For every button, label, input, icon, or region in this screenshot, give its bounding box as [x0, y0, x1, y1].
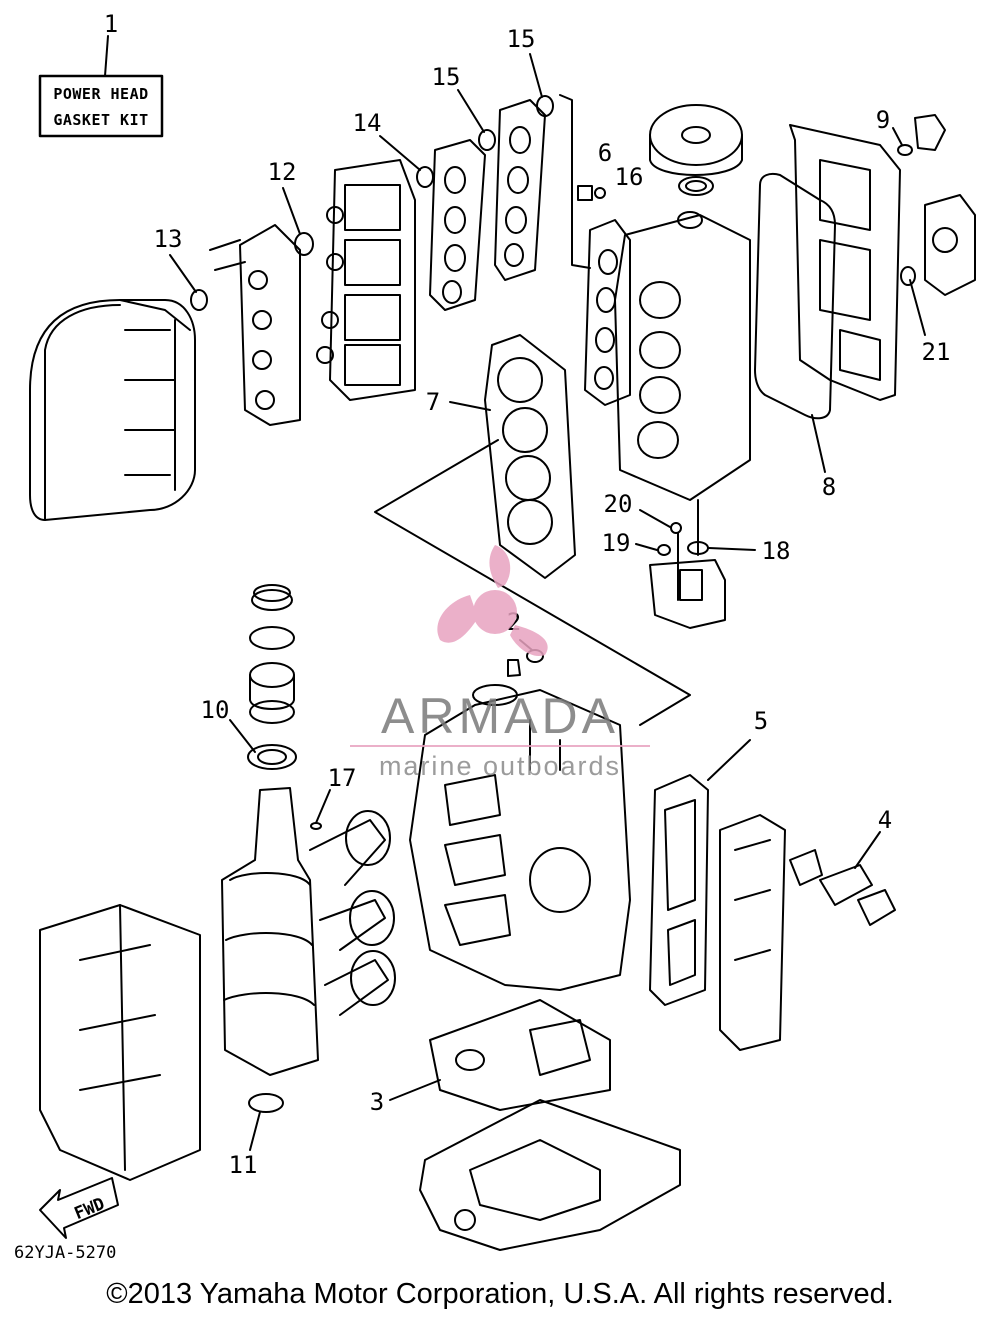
callout-8: 8	[822, 473, 836, 501]
callout-3: 3	[370, 1088, 384, 1116]
o-ring-13	[190, 289, 208, 311]
o-ring-14	[416, 166, 434, 188]
crankcase-half	[39, 904, 201, 1181]
carburetor-bank	[316, 159, 416, 401]
oil-pump	[649, 499, 726, 629]
diagram-canvas: POWER HEAD GASKET KIT 1 2 3 4 5 6 7 8 9 …	[14, 10, 976, 1263]
callout-15-a: 15	[432, 63, 461, 91]
copyright-notice: ©2013 Yamaha Motor Corporation, U.S.A. A…	[106, 1278, 894, 1310]
thermostat-housing	[900, 194, 976, 296]
watermark-subtitle: marine outboards	[379, 751, 621, 781]
callout-4: 4	[878, 806, 892, 834]
exhaust-cover	[719, 814, 786, 1051]
callout-11: 11	[229, 1151, 258, 1179]
o-ring-15a	[478, 129, 496, 151]
bearing-stack	[247, 584, 297, 770]
thermo-cover-4	[789, 849, 896, 926]
head-gasket	[484, 334, 576, 579]
callout-21: 21	[922, 338, 951, 366]
callout-20: 20	[604, 490, 633, 518]
o-ring-15b	[536, 95, 554, 117]
cylinder-block	[409, 649, 631, 991]
crankshaft	[221, 787, 396, 1076]
exhaust-gasket	[649, 774, 709, 1006]
callout-18: 18	[762, 537, 791, 565]
callout-1: 1	[104, 10, 118, 38]
carb-gasket-left	[429, 139, 486, 311]
fwd-arrow	[39, 1177, 119, 1239]
callout-14: 14	[353, 109, 382, 137]
kit-box	[38, 35, 164, 138]
callout-12: 12	[268, 158, 297, 186]
watermark: ARMADA marine outboards	[350, 545, 650, 781]
part-code: 62YJA-5270	[14, 1243, 116, 1263]
callout-19: 19	[602, 529, 631, 557]
oil-seal-11	[248, 1093, 284, 1113]
thermostat-cap	[897, 114, 946, 156]
timing-pulley	[649, 104, 743, 196]
head-cover-gasket	[754, 172, 836, 420]
carb-gasket-right	[494, 99, 546, 281]
callout-13: 13	[154, 225, 183, 253]
kit-box-line-1: POWER HEAD	[53, 85, 148, 103]
kit-box-line-2: GASKET KIT	[53, 111, 148, 129]
callout-9: 9	[876, 106, 890, 134]
intake-plate	[209, 224, 301, 426]
o-ring-12	[294, 232, 314, 256]
callout-15-b: 15	[507, 25, 536, 53]
watermark-title: ARMADA	[381, 688, 619, 744]
exhaust-guide	[419, 1099, 681, 1251]
callout-5: 5	[754, 707, 768, 735]
callout-16: 16	[615, 163, 644, 191]
callout-17: 17	[328, 764, 357, 792]
callout-6: 6	[598, 139, 612, 167]
propeller-logo-icon	[437, 545, 548, 656]
head-cover	[789, 124, 901, 401]
cylinder-head	[559, 94, 751, 501]
bolt-6	[577, 185, 606, 201]
callout-7: 7	[426, 388, 440, 416]
base-gasket	[429, 999, 611, 1111]
intake-silencer	[29, 299, 196, 521]
callout-10: 10	[201, 696, 230, 724]
